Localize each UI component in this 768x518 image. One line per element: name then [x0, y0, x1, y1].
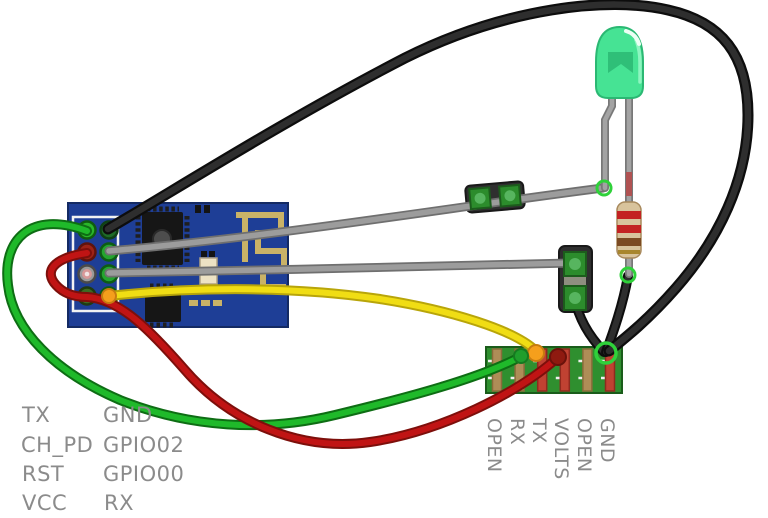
wire-gpio00-gray[interactable] [104, 258, 576, 278]
resistor-band-red-1 [617, 211, 641, 219]
header-label-volts: VOLTS [550, 418, 572, 480]
wire-esp-power-red[interactable] [45, 248, 562, 449]
label-ch_pd: CH_PD [21, 433, 94, 457]
smd-component [204, 205, 210, 213]
pin-rst-center [84, 271, 90, 277]
wire-gpio02-gray[interactable] [104, 183, 608, 256]
junction-header-tx[interactable] [527, 344, 545, 362]
label-rx: RX [104, 491, 134, 515]
header-pad-volts [559, 348, 571, 392]
resistor[interactable] [616, 201, 642, 259]
led-electrode [608, 52, 633, 73]
resistor-band-brown [617, 238, 641, 246]
wire-esp-rx-yellow[interactable] [104, 284, 541, 356]
smd-component [209, 251, 215, 257]
junction-header-gnd[interactable] [594, 341, 618, 365]
smd-component [201, 251, 207, 257]
header-label-rx: RX [506, 418, 528, 446]
label-gpio00: GPIO00 [103, 462, 185, 486]
wire-esp-gnd-black-loop[interactable] [102, 0, 754, 357]
label-gnd: GND [103, 403, 153, 427]
label-tx: TX [22, 403, 51, 427]
inline-terminal-pads [468, 183, 522, 211]
junction-rx-pin[interactable] [101, 288, 117, 304]
resistor-band-red-2 [617, 225, 641, 233]
header-label-open-2: OPEN [573, 418, 595, 473]
header-label-tx: TX [528, 418, 550, 444]
esp-pin-area-outline [71, 215, 120, 313]
junction-header-volts[interactable] [549, 348, 567, 366]
led[interactable] [595, 25, 644, 99]
label-vcc: VCC [22, 491, 68, 515]
header-pad-open-2 [582, 348, 593, 392]
junction-led-gpio02[interactable] [595, 179, 613, 197]
header-label-gnd: GND [596, 418, 618, 464]
header-label-open-1: OPEN [483, 418, 505, 473]
label-gpio02: GPIO02 [103, 433, 185, 457]
label-rst: RST [22, 462, 65, 486]
flash-chip [145, 289, 181, 322]
gold-pad [189, 300, 198, 306]
gold-pad [213, 300, 222, 306]
antenna-trace [236, 212, 287, 290]
smd-component [195, 205, 201, 213]
led-shine [624, 29, 641, 46]
junction-header-rx[interactable] [513, 348, 529, 364]
vertical-terminal-pads [563, 251, 587, 311]
junction-resistor-gnd[interactable] [619, 266, 637, 284]
esp8266-module[interactable] [67, 202, 289, 328]
wire-esp-tx-green[interactable] [2, 219, 525, 431]
resistor-band-gold [618, 250, 640, 254]
gold-pad [201, 300, 210, 306]
